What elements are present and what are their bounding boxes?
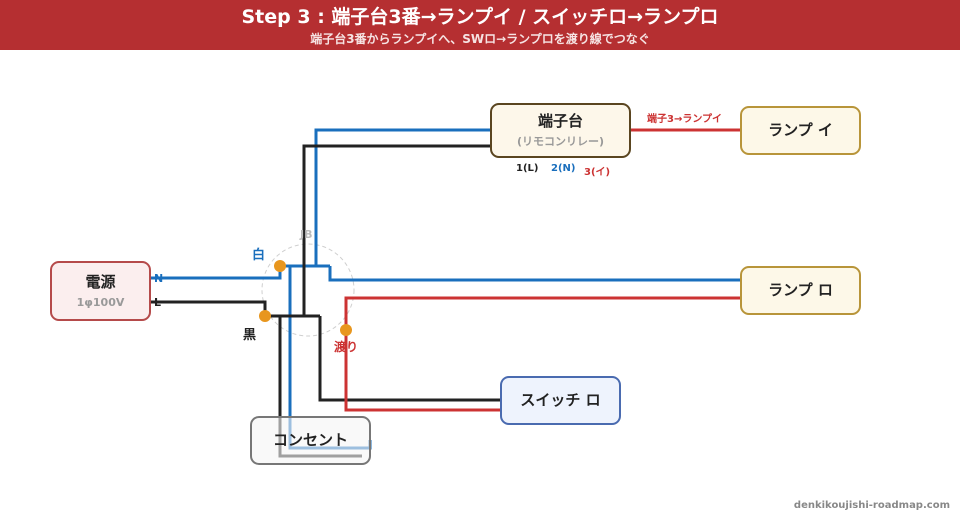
terminal-block-label: 端子台 xyxy=(537,112,583,130)
terminal-block-sub: (リモコンリレー) xyxy=(516,135,605,148)
outlet-box: コンセント xyxy=(250,416,371,465)
black-wire-label: 黒 xyxy=(243,328,257,343)
power-source-spec: 1φ100V xyxy=(76,295,125,309)
jumper-node-dot xyxy=(340,324,352,336)
white-node-dot xyxy=(274,260,286,272)
header-bar: Step 3 : 端子台3番→ランプイ / スイッチロ→ランプロ 端子台3番から… xyxy=(0,0,960,50)
neutral-wire-terminal xyxy=(305,128,492,268)
switch-ro-box: スイッチ ロ xyxy=(500,376,621,425)
power-terminal-n: N xyxy=(154,272,164,285)
junction-box-label: JB xyxy=(300,228,313,241)
power-source-box: 電源 1φ100V xyxy=(50,261,151,321)
switched-wire-lamp-ro xyxy=(344,296,742,412)
power-terminal-l: L xyxy=(154,296,162,309)
lamp-i-box: ランプ イ xyxy=(740,106,861,155)
power-source-label: 電源 xyxy=(85,272,116,291)
jumper-wire-label: 渡り xyxy=(334,340,359,354)
page-title: Step 3 : 端子台3番→ランプイ / スイッチロ→ランプロ xyxy=(241,6,719,28)
black-node-dot xyxy=(259,310,271,322)
white-wire-label: 白 xyxy=(252,248,266,263)
terminal-3-label: 3(イ) xyxy=(584,167,611,178)
wire-3-lamp-label: 端子3→ランプイ xyxy=(647,114,723,125)
live-wire-terminal xyxy=(296,144,492,318)
switch-ro-label: スイッチ ロ xyxy=(520,391,601,409)
terminal-block-box: 端子台 (リモコンリレー) xyxy=(490,103,631,158)
lamp-ro-label: ランプ ロ xyxy=(768,281,833,299)
lamp-i-label: ランプ イ xyxy=(768,121,833,139)
outlet-label: コンセント xyxy=(272,431,348,449)
lamp-ro-box: ランプ ロ xyxy=(740,266,861,315)
neutral-wire-lamp-ro xyxy=(328,266,742,282)
live-wire-switch xyxy=(318,316,502,402)
page-subtitle: 端子台3番からランプイへ、SWロ→ランプロを渡り線でつなぐ xyxy=(310,32,650,46)
site-footer: denkikoujishi-roadmap.com xyxy=(793,500,950,511)
terminal-1-label: 1(L) xyxy=(516,163,539,174)
live-wire-power xyxy=(150,300,320,318)
terminal-2-label: 2(N) xyxy=(551,163,576,174)
junction-box-circle xyxy=(261,243,355,337)
